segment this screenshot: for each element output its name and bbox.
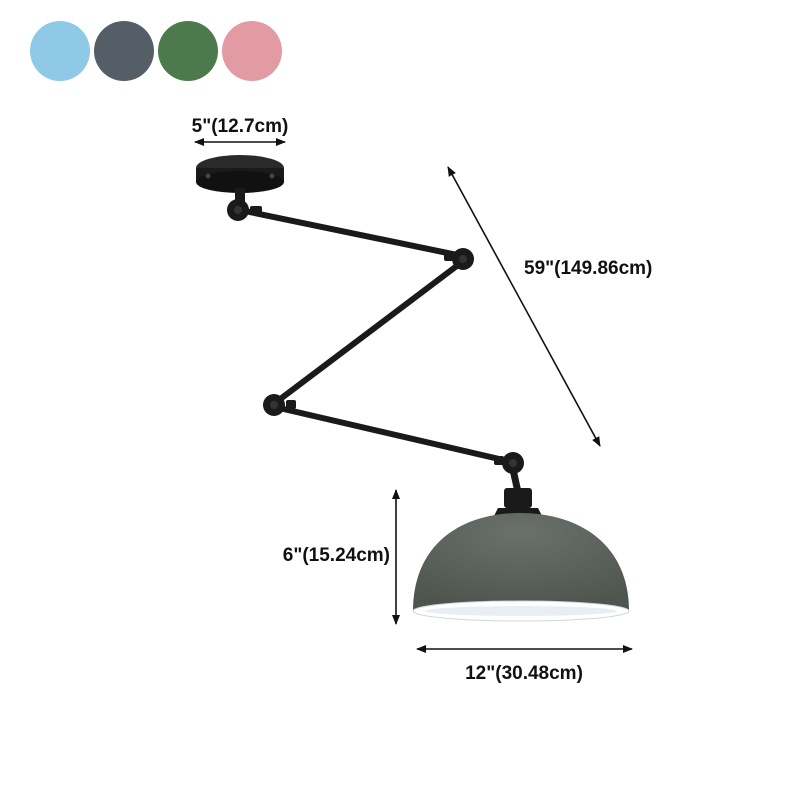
color-swatch-slate-gray[interactable] [94, 21, 154, 81]
dimension-labels: 5"(12.7cm) 59"(149.86cm) 6"(15.24cm) 12"… [192, 116, 653, 684]
lamp-fixture [196, 155, 630, 622]
canopy-width-label: 5"(12.7cm) [192, 116, 289, 137]
arm-length-label: 59"(149.86cm) [524, 258, 652, 279]
ceiling-canopy [196, 155, 284, 202]
dome-shade [412, 513, 630, 622]
shade-height-label: 6"(15.24cm) [283, 545, 390, 566]
color-swatches [30, 21, 282, 81]
color-swatch-green[interactable] [158, 21, 218, 81]
swing-arm [237, 207, 522, 496]
lamp-socket [494, 488, 542, 516]
dimension-arrows [194, 138, 633, 653]
shade-width-label: 12"(30.48cm) [465, 663, 583, 684]
color-swatch-light-blue[interactable] [30, 21, 90, 81]
color-swatch-pink[interactable] [222, 21, 282, 81]
arm-length-arrow [447, 166, 601, 447]
